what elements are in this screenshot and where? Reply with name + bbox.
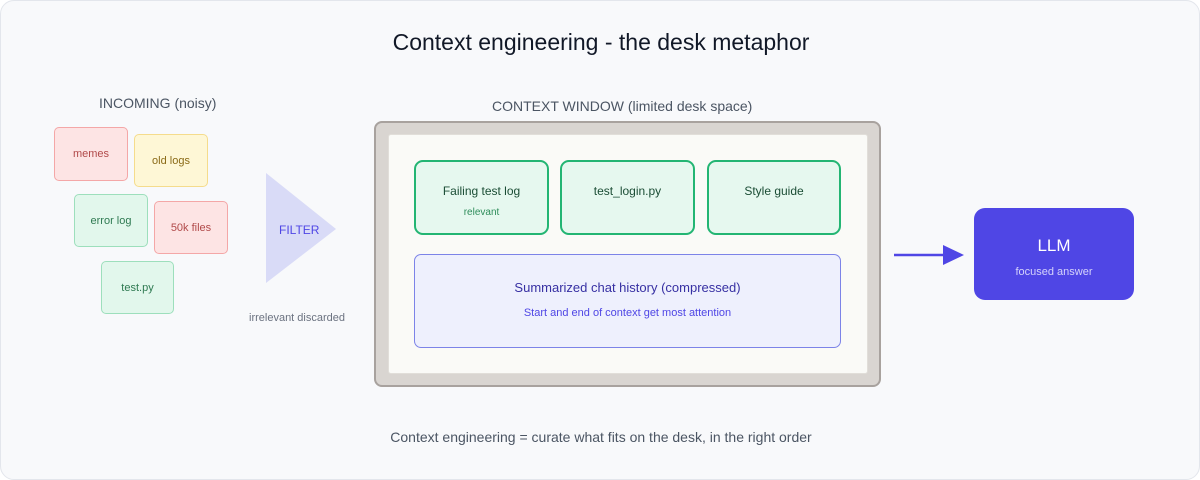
filter-label: FILTER bbox=[279, 223, 320, 237]
summary-label: Summarized chat history (compressed) bbox=[514, 280, 741, 295]
context-window-label: CONTEXT WINDOW (limited desk space) bbox=[492, 98, 753, 114]
filter-triangle-icon bbox=[266, 173, 336, 283]
context-card-label: test_login.py bbox=[593, 184, 662, 198]
diagram-title: Context engineering - the desk metaphor bbox=[392, 29, 810, 55]
note-old-logs: old logs bbox=[134, 134, 208, 187]
diagram-caption: Context engineering = curate what fits o… bbox=[390, 429, 812, 445]
summary-sublabel: Start and end of context get most attent… bbox=[523, 307, 732, 319]
note-error-log: error log bbox=[74, 194, 148, 247]
llm-sublabel: focused answer bbox=[1015, 266, 1093, 278]
context-card-style-guide: Style guide bbox=[707, 160, 841, 235]
context-card-label: Style guide bbox=[744, 184, 804, 198]
context-card-test-login: test_login.py bbox=[560, 160, 695, 235]
llm-box: LLM focused answer bbox=[974, 208, 1134, 300]
note-50k-files: 50k files bbox=[154, 201, 228, 254]
note-test-py: test.py bbox=[101, 261, 174, 314]
context-card-failing-test-log: Failing test log relevant bbox=[414, 160, 549, 235]
discarded-label: irrelevant discarded bbox=[249, 312, 345, 324]
arrow-right-icon bbox=[894, 245, 964, 265]
summary-box: Summarized chat history (compressed) Sta… bbox=[414, 254, 841, 348]
context-card-label: Failing test log bbox=[442, 184, 521, 198]
llm-label: LLM bbox=[1037, 236, 1071, 255]
incoming-label: INCOMING (noisy) bbox=[99, 95, 217, 111]
note-memes: memes bbox=[54, 127, 128, 181]
context-card-sublabel: relevant bbox=[463, 207, 500, 218]
